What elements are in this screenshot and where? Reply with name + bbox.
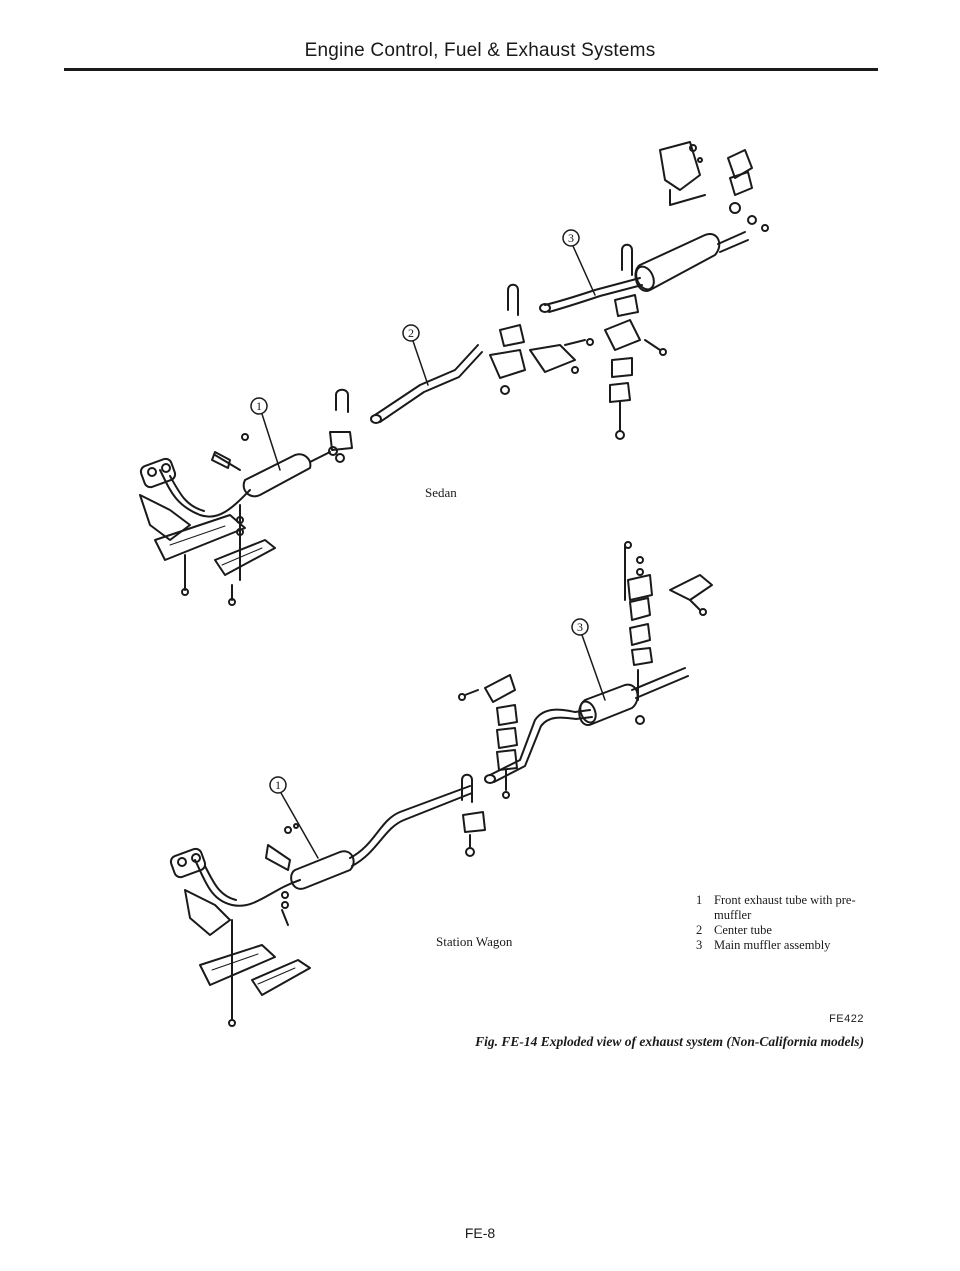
wagon-hanger-2 (458, 674, 518, 799)
sedan-center-tube (370, 344, 483, 424)
sedan-hanger-1 (329, 388, 353, 463)
wagon-front-tube (169, 785, 473, 1027)
callout-wagon-1-label: 1 (275, 778, 281, 792)
callout-sedan-3: 3 (562, 229, 596, 296)
sedan-hanger-2 (489, 283, 594, 395)
wagon-center-and-muffler (484, 667, 689, 784)
wagon-exhaust-assembly (169, 541, 713, 1027)
sedan-main-muffler (539, 231, 749, 313)
callouts: 1 2 3 1 3 (250, 229, 606, 859)
page-number: FE-8 (464, 1225, 496, 1241)
callout-wagon-1: 1 (269, 776, 319, 859)
sedan-hanger-3 (604, 243, 667, 440)
wagon-hanger-3 (624, 541, 713, 725)
legend-item-number: 3 (696, 938, 703, 952)
callout-sedan-1-label: 1 (256, 399, 262, 413)
callout-sedan-1: 1 (250, 397, 281, 471)
parts-legend: 1 Front exhaust tube with pre-muffler 2 … (696, 893, 884, 953)
figure-code: FE422 (829, 1013, 864, 1025)
callout-wagon-3: 3 (571, 618, 606, 701)
legend-item-number: 2 (696, 923, 703, 937)
sedan-front-tube (139, 433, 338, 606)
callout-wagon-3-label: 3 (577, 620, 583, 634)
page-header-title: Engine Control, Fuel & Exhaust Systems (304, 40, 656, 61)
legend-item: 3 Main muffler assembly (696, 938, 884, 953)
callout-sedan-2-label: 2 (408, 326, 414, 340)
legend-item-text: Main muffler assembly (714, 938, 831, 952)
sedan-label: Sedan (425, 485, 457, 500)
legend-item: 1 Front exhaust tube with pre-muffler (696, 893, 884, 923)
callout-sedan-2: 2 (402, 324, 429, 386)
figure-caption: Fig. FE-14 Exploded view of exhaust syst… (475, 1034, 864, 1049)
sedan-rear-brackets (659, 141, 769, 232)
header-rule (64, 68, 878, 71)
wagon-hanger-1 (461, 773, 486, 857)
sedan-exhaust-assembly (139, 141, 769, 606)
legend-item-number: 1 (696, 893, 703, 907)
callout-sedan-3-label: 3 (568, 231, 574, 245)
station-wagon-label: Station Wagon (436, 934, 513, 949)
legend-item-text: Front exhaust tube with pre-muffler (714, 893, 856, 922)
legend-item-text: Center tube (714, 923, 772, 937)
legend-item: 2 Center tube (696, 923, 884, 938)
